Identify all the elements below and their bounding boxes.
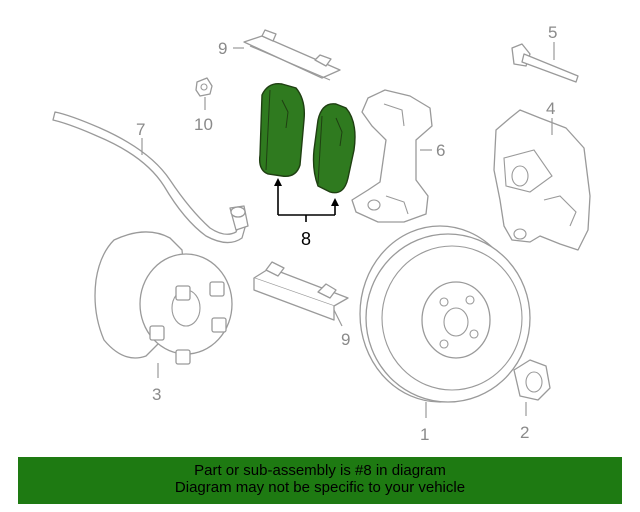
callout-9-upper-label: 9 xyxy=(218,39,227,58)
callout-1-label: 1 xyxy=(420,425,429,444)
part-8-brake-pads[interactable] xyxy=(258,83,356,194)
callout-6: 6 xyxy=(420,141,445,160)
part-7-brake-hose[interactable] xyxy=(52,111,249,244)
callout-7: 7 xyxy=(136,120,145,155)
banner-line-2: Diagram may not be specific to your vehi… xyxy=(174,479,466,496)
callout-4-label: 4 xyxy=(546,99,555,118)
part-2-lug-nut[interactable] xyxy=(513,359,551,401)
part-info-banner: Part or sub-assembly is #8 in diagram Di… xyxy=(18,457,622,504)
callout-10: 10 xyxy=(194,97,213,134)
callout-5-label: 5 xyxy=(548,23,557,42)
callout-9-upper: 9 xyxy=(218,39,244,58)
part-9-lower-clip[interactable] xyxy=(253,261,349,321)
callout-6-label: 6 xyxy=(436,141,445,160)
callout-5: 5 xyxy=(548,23,557,60)
part-4-caliper[interactable] xyxy=(493,109,591,251)
callout-8-label: 8 xyxy=(301,229,311,249)
callout-7-label: 7 xyxy=(136,120,145,139)
callout-3: 3 xyxy=(152,363,161,404)
part-9-upper-clip[interactable] xyxy=(243,29,341,81)
callout-10-label: 10 xyxy=(194,115,213,134)
callout-8: 8 xyxy=(274,178,339,249)
part-3-hub-bearing[interactable] xyxy=(94,231,233,365)
callout-9-lower-label: 9 xyxy=(341,330,350,349)
callout-1: 1 xyxy=(420,402,429,444)
part-1-rotor[interactable] xyxy=(359,225,531,403)
callout-2: 2 xyxy=(520,402,529,442)
part-6-caliper-bracket[interactable] xyxy=(351,89,433,223)
part-10-bushing[interactable] xyxy=(195,77,213,97)
callout-4: 4 xyxy=(546,99,555,135)
part-5-guide-bolt[interactable] xyxy=(511,43,579,83)
banner-line-1: Part or sub-assembly is #8 in diagram xyxy=(194,462,446,479)
callout-2-label: 2 xyxy=(520,423,529,442)
callout-9-lower: 9 xyxy=(333,309,350,349)
callout-3-label: 3 xyxy=(152,385,161,404)
